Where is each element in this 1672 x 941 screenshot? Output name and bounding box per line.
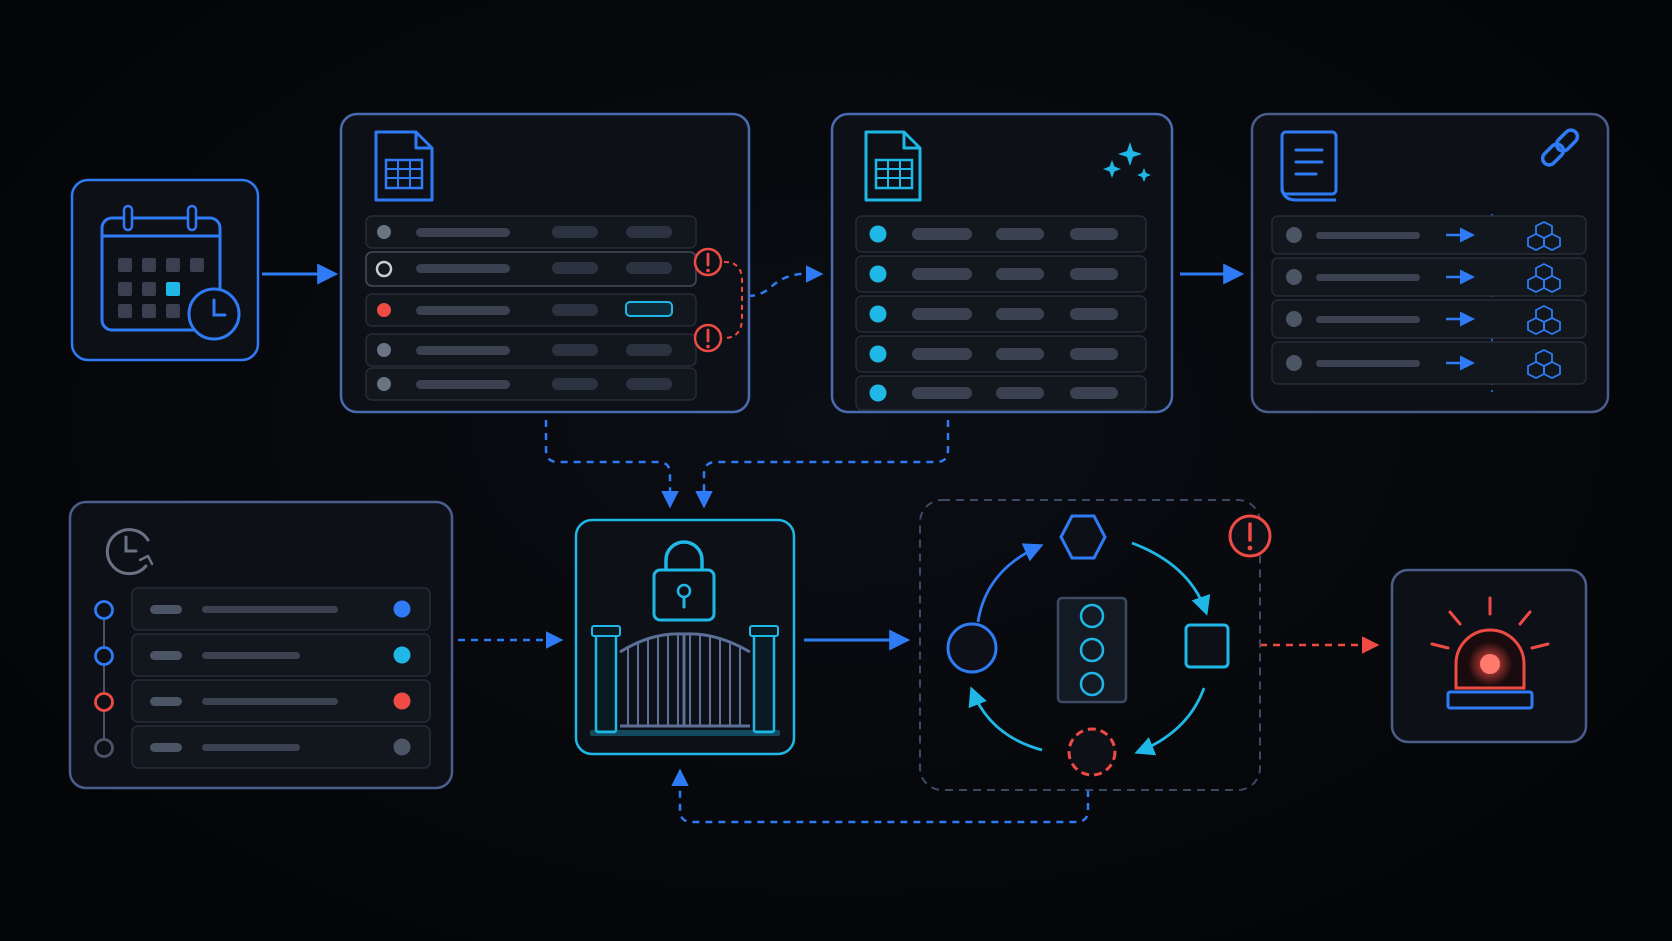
schedule-trigger-node[interactable] (70, 178, 260, 362)
table-row[interactable] (855, 335, 1147, 373)
row-status-dot (869, 345, 887, 363)
table-row[interactable] (1271, 299, 1587, 339)
timeline-node (94, 646, 114, 666)
hexagon-icon (1059, 514, 1107, 560)
history-clock-icon (105, 528, 154, 576)
log-status-dot (393, 738, 411, 756)
table-row[interactable] (365, 367, 697, 401)
log-entry[interactable] (131, 679, 431, 723)
log-status-dot (393, 692, 411, 710)
timeline-node (94, 600, 114, 620)
row-status-dot (1286, 269, 1302, 285)
error-bracket (723, 261, 743, 339)
table-row-error[interactable] (365, 293, 697, 327)
cycle-arrow (1131, 541, 1211, 616)
spreadsheet-icon (864, 130, 922, 202)
clean-sheet-node[interactable] (830, 112, 1174, 414)
row-status-dot (1286, 355, 1302, 371)
connector-source-to-gate (544, 420, 679, 509)
row-status-dot (869, 265, 887, 283)
traffic-light-icon (1056, 596, 1128, 704)
table-row[interactable] (1271, 257, 1587, 297)
log-status-dot (393, 646, 411, 664)
row-status-dot (377, 225, 391, 239)
cycle-arrow (976, 543, 1044, 623)
alarm-node[interactable] (1390, 568, 1588, 744)
row-status-dot (1286, 227, 1302, 243)
spreadsheet-icon (374, 130, 434, 202)
timeline-node (94, 692, 114, 712)
connector-clean-to-gate (695, 420, 950, 509)
row-status-dot (869, 225, 887, 243)
row-status-dot (377, 303, 391, 317)
table-row[interactable] (365, 251, 697, 287)
gate-icon (590, 625, 780, 736)
log-entry[interactable] (131, 725, 431, 769)
log-entry[interactable] (131, 587, 431, 631)
book-icon (1280, 130, 1338, 202)
alert-icon[interactable] (693, 323, 723, 353)
log-status-dot (393, 600, 411, 618)
connectors (262, 263, 1380, 824)
history-log-node[interactable] (68, 500, 454, 790)
alert-icon[interactable] (1228, 514, 1272, 558)
cubes-icon (1527, 220, 1561, 252)
sparkles-icon (1103, 142, 1151, 182)
row-status-dot (869, 384, 887, 402)
row-status-dot (375, 260, 393, 278)
row-status-dot (1286, 311, 1302, 327)
cycle-arrow (968, 686, 1043, 752)
table-row[interactable] (365, 215, 697, 249)
calendar-clock-icon (100, 204, 241, 341)
catalog-node[interactable] (1250, 112, 1610, 414)
cycle-arrow (1134, 687, 1206, 756)
table-row[interactable] (1271, 341, 1587, 385)
row-status-dot (869, 305, 887, 323)
table-row[interactable] (855, 215, 1147, 253)
cubes-icon (1527, 304, 1561, 336)
table-row[interactable] (855, 255, 1147, 293)
table-row[interactable] (1271, 215, 1587, 255)
connector-loop-to-gate (671, 768, 1090, 824)
failed-step-icon (1067, 727, 1117, 777)
retry-loop-node[interactable] (919, 499, 1272, 791)
cubes-icon (1527, 348, 1561, 380)
padlock-icon (652, 540, 716, 622)
row-status-dot (377, 343, 391, 357)
table-row[interactable] (855, 375, 1147, 411)
link-icon[interactable] (1540, 127, 1580, 167)
table-row[interactable] (855, 295, 1147, 333)
access-gate-node[interactable] (574, 518, 796, 756)
log-entry[interactable] (131, 633, 431, 677)
row-status-dot (377, 377, 391, 391)
table-row[interactable] (365, 333, 697, 367)
siren-icon (1430, 596, 1550, 710)
connector-source-to-clean (747, 265, 824, 298)
source-sheet-node[interactable] (339, 112, 751, 414)
circle-icon (946, 622, 998, 674)
alert-icon[interactable] (693, 247, 723, 277)
cubes-icon (1527, 262, 1561, 294)
square-icon (1184, 623, 1230, 669)
timeline-node (94, 738, 114, 758)
